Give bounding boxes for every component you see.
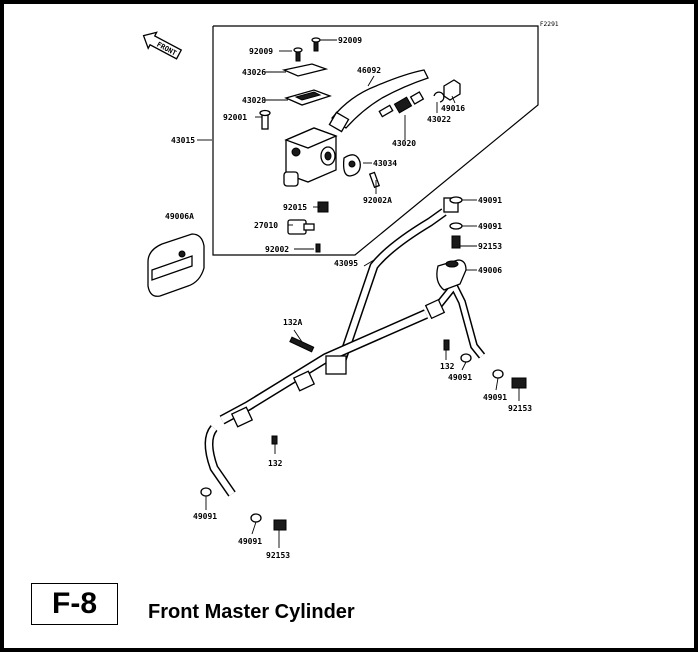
part-label-43034: 43034 xyxy=(373,159,397,168)
part-label-132a: 132A xyxy=(283,318,302,327)
part-label-43015: 43015 xyxy=(171,136,195,145)
hose-fittings xyxy=(230,197,459,428)
washer-49091-right-a xyxy=(460,353,472,363)
washer-49091-left-b xyxy=(250,513,262,523)
part-label-132-left: 132 xyxy=(268,459,283,468)
brake-hose-43095 xyxy=(204,208,486,497)
part-label-92153-top: 92153 xyxy=(478,242,502,251)
part-label-92153-right: 92153 xyxy=(508,404,532,413)
part-label-43028: 43028 xyxy=(242,96,266,105)
part-label-92009-right: 92009 xyxy=(338,36,362,45)
part-label-49006: 49006 xyxy=(478,266,502,275)
section-title: Front Master Cylinder xyxy=(148,601,355,623)
screw-92009-left xyxy=(293,47,303,62)
part-label-92002a: 92002A xyxy=(363,196,392,205)
washer-49091-top xyxy=(449,196,463,204)
bolt-92153-top xyxy=(451,235,461,249)
part-label-92002: 92002 xyxy=(265,245,289,254)
bolt-92153-right xyxy=(511,377,527,389)
front-arrow-icon: FRONT xyxy=(142,31,183,60)
washer-49091-left-a xyxy=(200,487,212,497)
part-label-49091-left-a: 49091 xyxy=(193,512,217,521)
master-cylinder-body-43015 xyxy=(283,127,338,187)
piston-kit-43020 xyxy=(378,91,425,118)
part-label-49091-top: 49091 xyxy=(478,196,502,205)
section-code-plate: F-8 xyxy=(31,583,118,625)
screw-92002 xyxy=(315,243,321,253)
bolt-132-left xyxy=(271,435,278,445)
joint-49006 xyxy=(436,259,467,291)
reservoir-cap-43026 xyxy=(281,63,329,77)
washer-49091-mid xyxy=(449,222,463,230)
part-label-49016: 49016 xyxy=(441,104,465,113)
part-label-92009-left: 92009 xyxy=(249,47,273,56)
part-label-43022: 43022 xyxy=(427,115,451,124)
bolt-92002a xyxy=(368,171,381,189)
bolt-132a xyxy=(289,336,315,353)
part-label-49091-right-b: 49091 xyxy=(483,393,507,402)
brake-lever-46092 xyxy=(328,69,429,133)
part-label-43095: 43095 xyxy=(334,259,358,268)
washer-49091-right-b xyxy=(492,369,504,379)
leader-lines xyxy=(197,39,520,548)
part-label-92001: 92001 xyxy=(223,113,247,122)
switch-27010 xyxy=(287,219,315,235)
assembly-outline xyxy=(212,25,539,256)
part-label-92153-left: 92153 xyxy=(266,551,290,560)
bolt-132-right xyxy=(443,339,450,351)
bolt-92001 xyxy=(259,109,271,130)
part-label-43026: 43026 xyxy=(242,68,266,77)
part-label-27010: 27010 xyxy=(254,221,278,230)
part-label-49091-left-b: 49091 xyxy=(238,537,262,546)
part-label-46092: 46092 xyxy=(357,66,381,75)
boot-49016 xyxy=(443,79,461,101)
clamp-43034 xyxy=(342,154,361,177)
part-label-49091-mid: 49091 xyxy=(478,222,502,231)
bolt-92153-left xyxy=(273,519,287,531)
part-label-92015: 92015 xyxy=(283,203,307,212)
circlip-43022 xyxy=(433,91,445,103)
cover-49006a xyxy=(147,233,205,297)
part-label-43020: 43020 xyxy=(392,139,416,148)
screw-92009-right xyxy=(311,37,321,52)
part-label-49006a: 49006A xyxy=(165,212,194,221)
part-label-49091-right-a: 49091 xyxy=(448,373,472,382)
part-label-132-right: 132 xyxy=(440,362,455,371)
figure-code: F2291 xyxy=(540,21,559,28)
